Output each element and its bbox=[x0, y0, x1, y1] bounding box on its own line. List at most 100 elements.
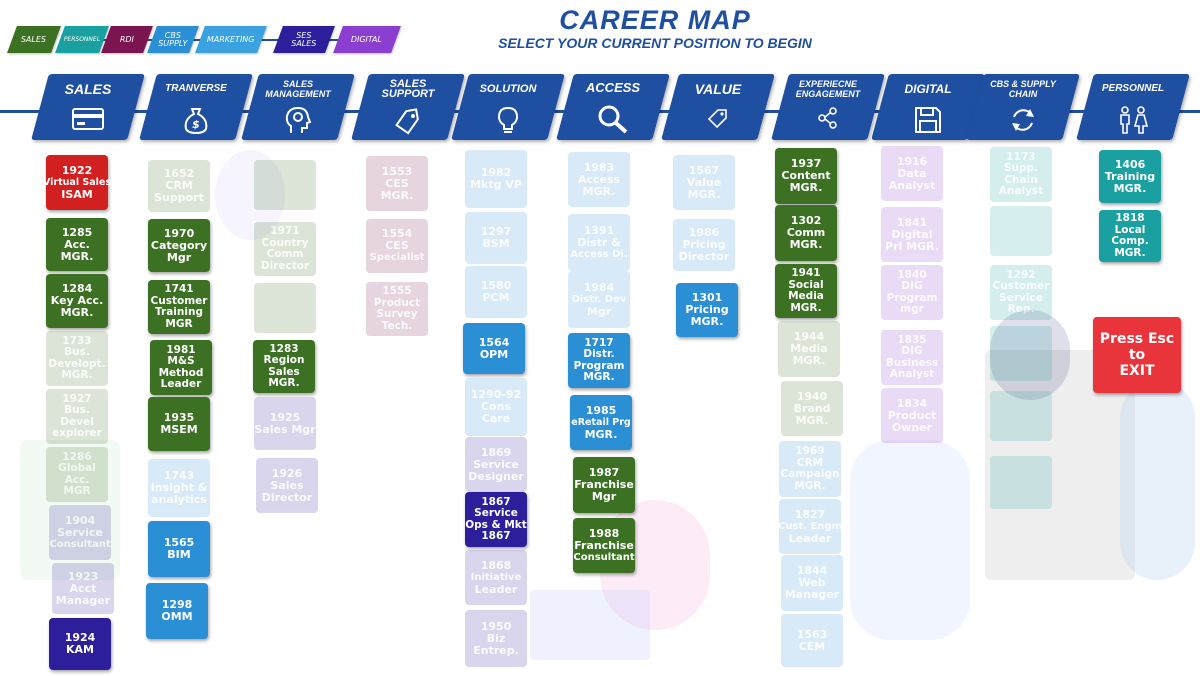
position-title-line: mgr bbox=[900, 303, 924, 315]
position-title-line: MGR bbox=[63, 485, 91, 497]
position-title-line: explorer bbox=[52, 427, 102, 439]
position-card-blank[interactable] bbox=[990, 391, 1052, 441]
people-icon bbox=[1115, 105, 1151, 140]
svg-text:$: $ bbox=[192, 118, 200, 131]
column-header-label: SALES SUPPORT bbox=[381, 77, 435, 100]
position-code: 1986 bbox=[688, 226, 720, 239]
position-code: 1971 bbox=[270, 225, 300, 237]
position-title-line: Rep. bbox=[1007, 303, 1035, 315]
position-title-line: MGR. bbox=[1113, 181, 1147, 195]
position-card-blank[interactable] bbox=[990, 456, 1052, 509]
position-code: 1290-92 bbox=[470, 388, 522, 401]
money-bag-icon: $ bbox=[182, 105, 210, 140]
exit-button[interactable]: Press Esc to EXIT bbox=[1093, 317, 1181, 393]
position-title-line: Chain bbox=[1004, 173, 1038, 186]
position-code: 1988 bbox=[588, 526, 620, 540]
position-code: 1555 bbox=[382, 285, 412, 297]
position-card-blank[interactable] bbox=[990, 206, 1052, 256]
position-title-line: Service bbox=[474, 507, 518, 519]
position-title-line: MSEM bbox=[160, 423, 198, 436]
position-title-line: Analyst bbox=[888, 178, 936, 192]
position-title-line: Franchise bbox=[574, 478, 634, 491]
column-header-tranverse: TRANVERSE$ bbox=[139, 74, 253, 140]
position-title-line: Leader bbox=[160, 378, 202, 390]
column-header-label: SALES bbox=[64, 81, 112, 97]
position-card-blank[interactable] bbox=[254, 160, 316, 210]
position-code: 1867 bbox=[481, 495, 511, 508]
position-title-line: Social bbox=[788, 278, 824, 291]
bg-decoration bbox=[850, 440, 970, 640]
position-title-line: Tech. bbox=[381, 319, 413, 332]
position-card-blank[interactable] bbox=[990, 326, 1052, 381]
position-card-blank[interactable] bbox=[254, 283, 316, 333]
position-title-line: MGR. bbox=[792, 354, 826, 367]
position-title-line: Distr & bbox=[577, 235, 621, 249]
position-title-line: Web bbox=[798, 576, 826, 589]
position-code: 1916 bbox=[896, 154, 928, 168]
refresh-icon bbox=[1008, 105, 1038, 140]
position-title-line: Supp. bbox=[1003, 162, 1039, 174]
